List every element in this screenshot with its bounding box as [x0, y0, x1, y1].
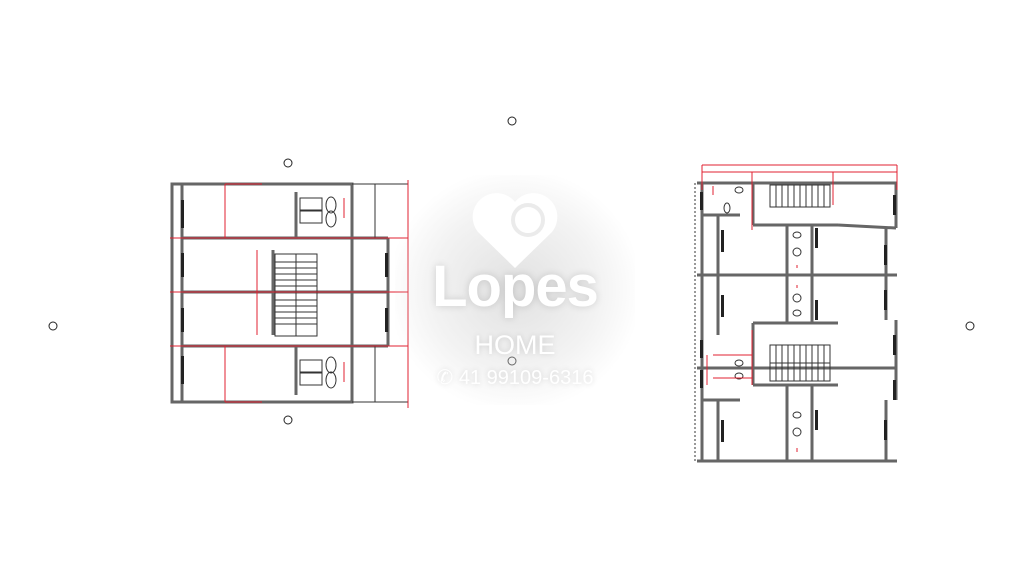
heart-icon [472, 193, 558, 268]
left-floor-plan [170, 180, 409, 408]
watermark-phone-row: ✆ 41 99109-6316 [405, 365, 625, 390]
north-marker-icon [48, 116, 975, 425]
watermark-subtitle: HOME [474, 330, 556, 360]
watermark-phone: 41 99109-6316 [458, 367, 594, 389]
whatsapp-icon: ✆ [436, 367, 454, 389]
watermark-brand: Lopes [432, 254, 599, 319]
right-floor-plan [694, 164, 898, 463]
